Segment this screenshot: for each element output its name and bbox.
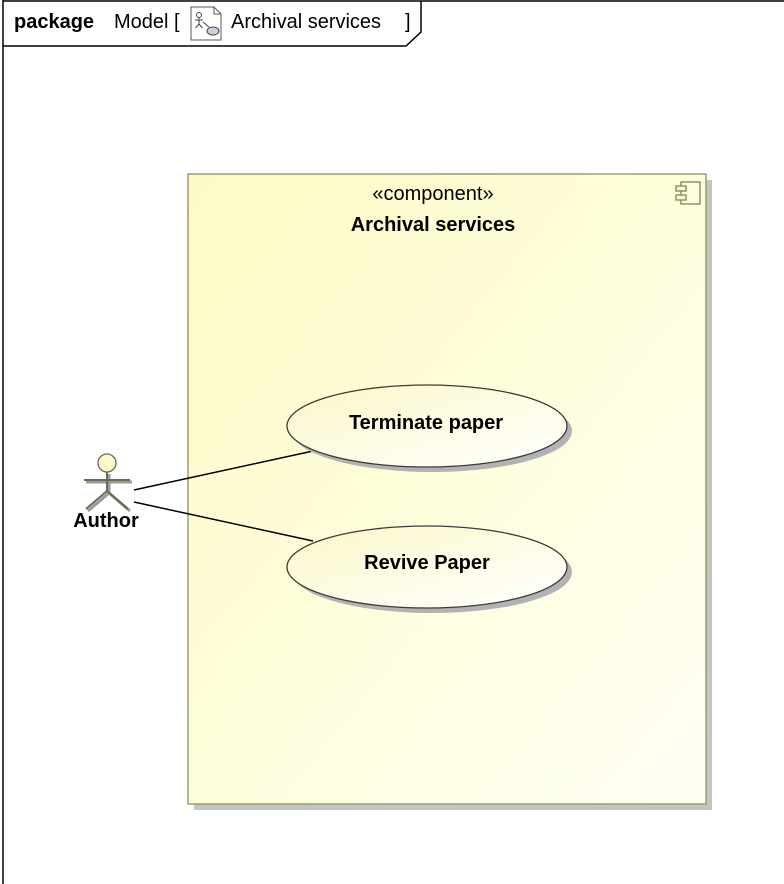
- stick-figure-actor-icon: [84, 453, 132, 513]
- use-case-label: Terminate paper: [349, 412, 503, 434]
- use-case-label: Revive Paper: [364, 552, 490, 574]
- use-case-ellipse: [286, 525, 568, 609]
- component-body: [187, 173, 707, 805]
- frame-header: package Model [ Archival services ]: [14, 6, 411, 41]
- use-case-revive-paper[interactable]: Revive Paper: [286, 525, 572, 613]
- use-case-terminate-paper[interactable]: Terminate paper: [286, 384, 572, 472]
- frame-diagram-name: Archival services: [231, 11, 381, 33]
- frame-close-bracket: ]: [405, 11, 411, 33]
- component-name: Archival services: [351, 214, 516, 236]
- actor-author[interactable]: Author: [73, 453, 139, 532]
- use-case-ellipse: [286, 384, 568, 468]
- frame-namespace: Model: [114, 11, 168, 33]
- component-icon: [675, 181, 701, 205]
- use-case-diagram-icon: [190, 6, 222, 41]
- association-line[interactable]: [133, 450, 314, 491]
- actor-name: Author: [73, 510, 139, 532]
- associations: [133, 450, 314, 542]
- component-archival-services[interactable]: «component» Archival services: [187, 173, 712, 810]
- frame-open-bracket: [: [174, 11, 180, 33]
- frame-keyword: package: [14, 11, 94, 33]
- component-stereotype: «component»: [372, 183, 493, 205]
- association-line[interactable]: [133, 501, 314, 542]
